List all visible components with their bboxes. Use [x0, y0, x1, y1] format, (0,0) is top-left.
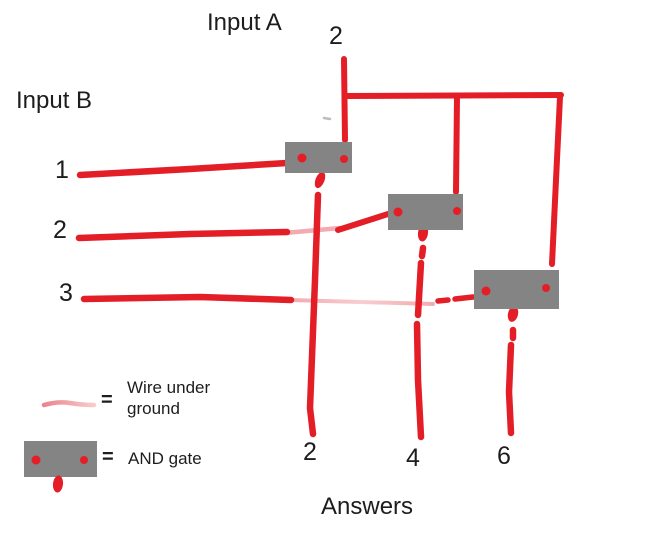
answer3-wire — [505, 326, 517, 437]
label-input-b-row-3: 3 — [59, 279, 73, 307]
and-gate-1-input-dot-right — [340, 155, 348, 163]
gate1-output-blob — [314, 171, 326, 189]
input-b2-rise-wire — [335, 211, 391, 233]
label-input-b-row-1: 1 — [55, 156, 69, 184]
gate2-feed-drop-wire — [453, 94, 460, 195]
smudge-mark — [322, 116, 332, 121]
value-input-a: 2 — [329, 22, 343, 50]
and-gate-3-input-dot-right — [542, 284, 550, 292]
input-b2-wire — [75, 228, 291, 242]
legend-gate-dot-left — [31, 455, 41, 465]
and-gate-3-input-dot-left — [481, 286, 491, 296]
gate3-feed-drop-wire — [549, 94, 563, 267]
value-answer-3: 6 — [497, 442, 511, 470]
input-b3-entry-wire — [435, 294, 476, 304]
legend-and-gate-text: AND gate — [128, 449, 202, 468]
legend-wire-under-text: Wire under ground — [127, 377, 210, 419]
gate3-output-blob — [507, 306, 519, 322]
label-input-b: Input B — [16, 87, 93, 114]
label-input-b-row-2: 2 — [53, 216, 67, 244]
legend-gate-output-blob — [52, 475, 64, 493]
value-answer-2: 4 — [406, 444, 420, 472]
answer1-wire — [306, 191, 322, 438]
legend-wire-under-line2: ground — [127, 399, 180, 418]
and-gate-1-input-dot-left — [297, 153, 307, 163]
legend-wire-under-line1: Wire under — [127, 378, 211, 397]
and-gate-2-input-dot-left — [393, 207, 403, 217]
legend-equals-1: = — [101, 389, 113, 411]
input-a-feed-wire — [341, 56, 348, 143]
label-answers: Answers — [321, 493, 414, 520]
input-b3-wire — [80, 293, 295, 304]
label-input-a: Input A — [207, 9, 282, 36]
answer2-wire — [413, 244, 427, 441]
and-gate-2-input-dot-right — [453, 207, 461, 215]
input-b2-underground-wire — [282, 225, 343, 236]
legend-gate-dot-right — [80, 456, 88, 464]
feed-branch-wire — [342, 92, 564, 99]
value-answer-1: 2 — [303, 438, 317, 466]
legend-equals-2: = — [102, 446, 114, 468]
legend-underground-wire-sample — [41, 400, 97, 408]
input-b1-wire — [76, 159, 291, 179]
